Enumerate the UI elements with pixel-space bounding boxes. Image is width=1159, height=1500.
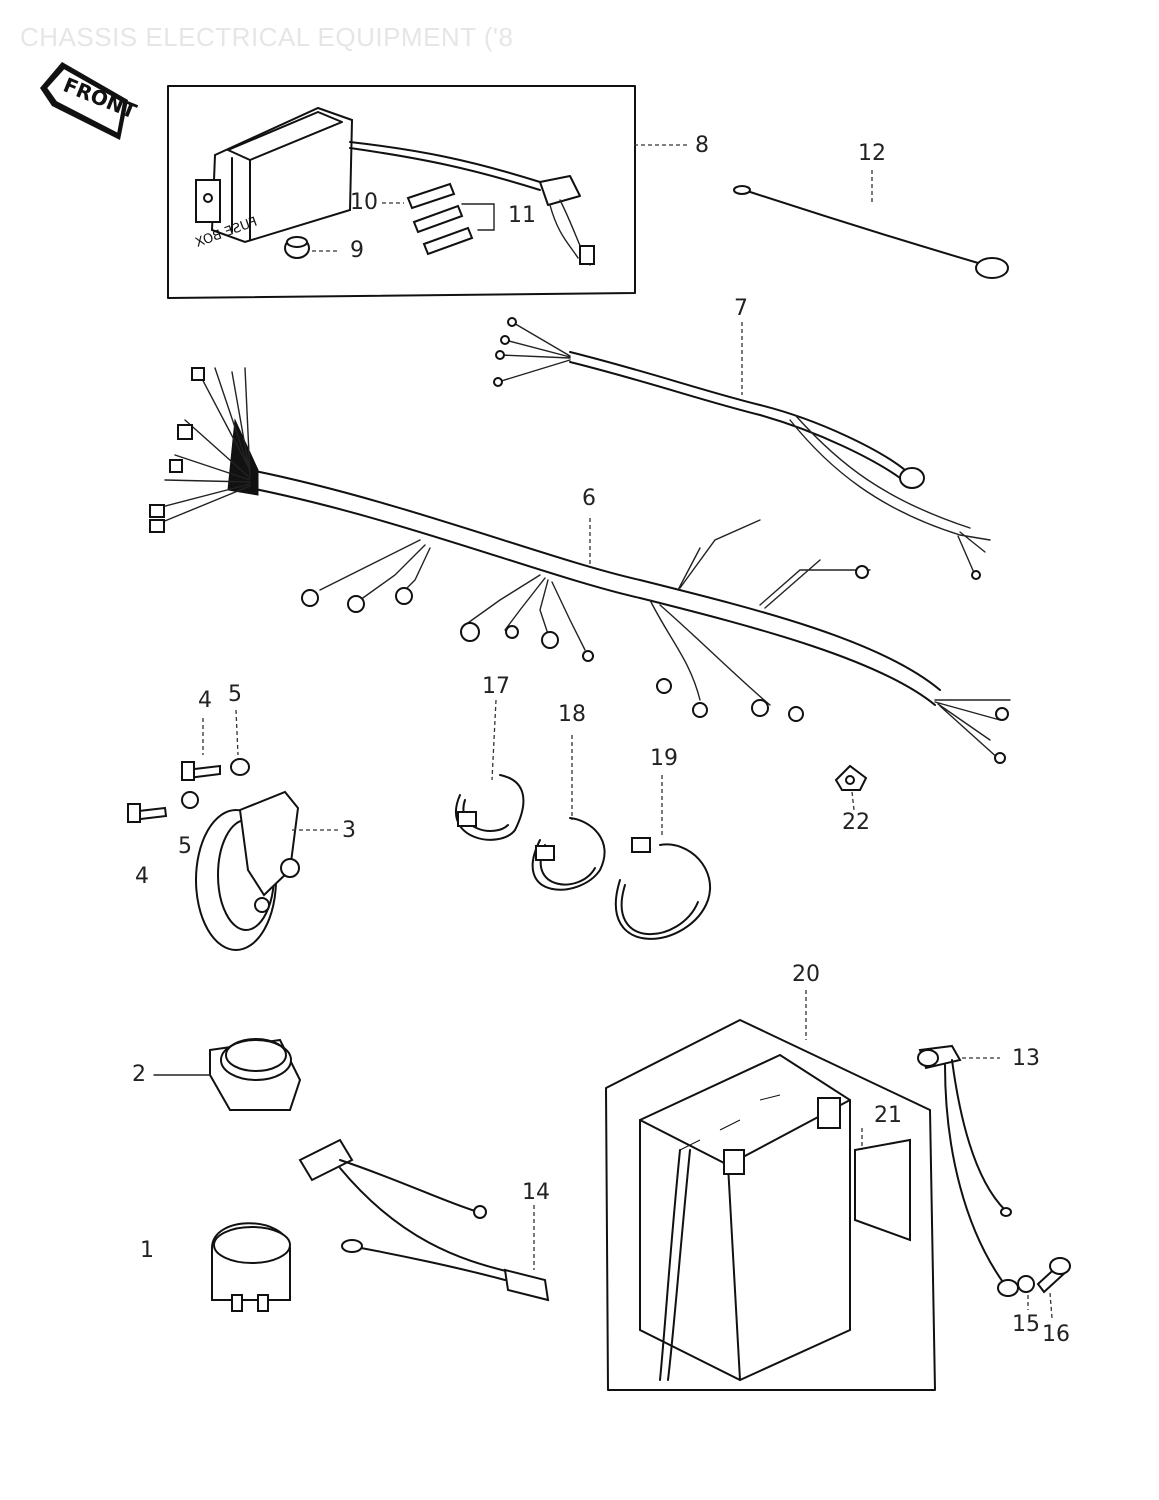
callout-21: 21 xyxy=(874,1103,902,1128)
terminal-bolt xyxy=(1017,1257,1071,1319)
callout-20: 20 xyxy=(792,962,820,987)
fuse-box-frame xyxy=(167,85,690,299)
callout-14: 14 xyxy=(522,1180,550,1205)
starter-cable xyxy=(298,1138,550,1302)
callout-6: 6 xyxy=(582,486,596,511)
callout-4-bottom: 4 xyxy=(135,864,149,889)
callout-12: 12 xyxy=(858,141,886,166)
battery-strap-19 xyxy=(614,775,711,940)
fuse-box: FUSE BOX xyxy=(193,106,595,266)
battery xyxy=(639,1053,911,1382)
callout-19: 19 xyxy=(650,746,678,771)
callout-2: 2 xyxy=(132,1062,146,1087)
sub-harness xyxy=(493,317,991,580)
callout-5-top: 5 xyxy=(228,682,242,707)
battery-strap-18 xyxy=(531,735,606,891)
callout-9: 9 xyxy=(350,238,364,263)
callout-18: 18 xyxy=(558,702,586,727)
callout-11: 11 xyxy=(508,203,536,228)
horn xyxy=(195,790,340,951)
pilot-lamp-socket xyxy=(284,236,310,259)
callout-5-bottom: 5 xyxy=(178,834,192,859)
callout-3: 3 xyxy=(342,818,356,843)
callout-10: 10 xyxy=(350,190,378,215)
battery-frame xyxy=(605,990,936,1391)
callout-22: 22 xyxy=(842,810,870,835)
starter-relay xyxy=(153,1038,302,1111)
callout-8: 8 xyxy=(695,133,709,158)
callout-15: 15 xyxy=(1012,1312,1040,1337)
ground-lead xyxy=(733,170,1009,279)
callout-7: 7 xyxy=(734,296,748,321)
callout-13: 13 xyxy=(1012,1046,1040,1071)
mount-bolts xyxy=(127,709,250,823)
battery-strap-17 xyxy=(455,699,525,841)
front-arrow-icon: FRONT xyxy=(40,62,140,140)
callout-4-top: 4 xyxy=(198,688,212,713)
fuses xyxy=(382,182,495,256)
callout-16: 16 xyxy=(1042,1322,1070,1347)
main-harness xyxy=(149,367,1011,764)
battery-cable xyxy=(917,1044,1019,1297)
page-header: CHASSIS ELECTRICAL EQUIPMENT ('8 xyxy=(20,22,514,52)
callout-1: 1 xyxy=(140,1238,154,1263)
turn-signal-relay xyxy=(211,1222,291,1312)
cable-clip xyxy=(834,764,868,811)
callout-17: 17 xyxy=(482,674,510,699)
